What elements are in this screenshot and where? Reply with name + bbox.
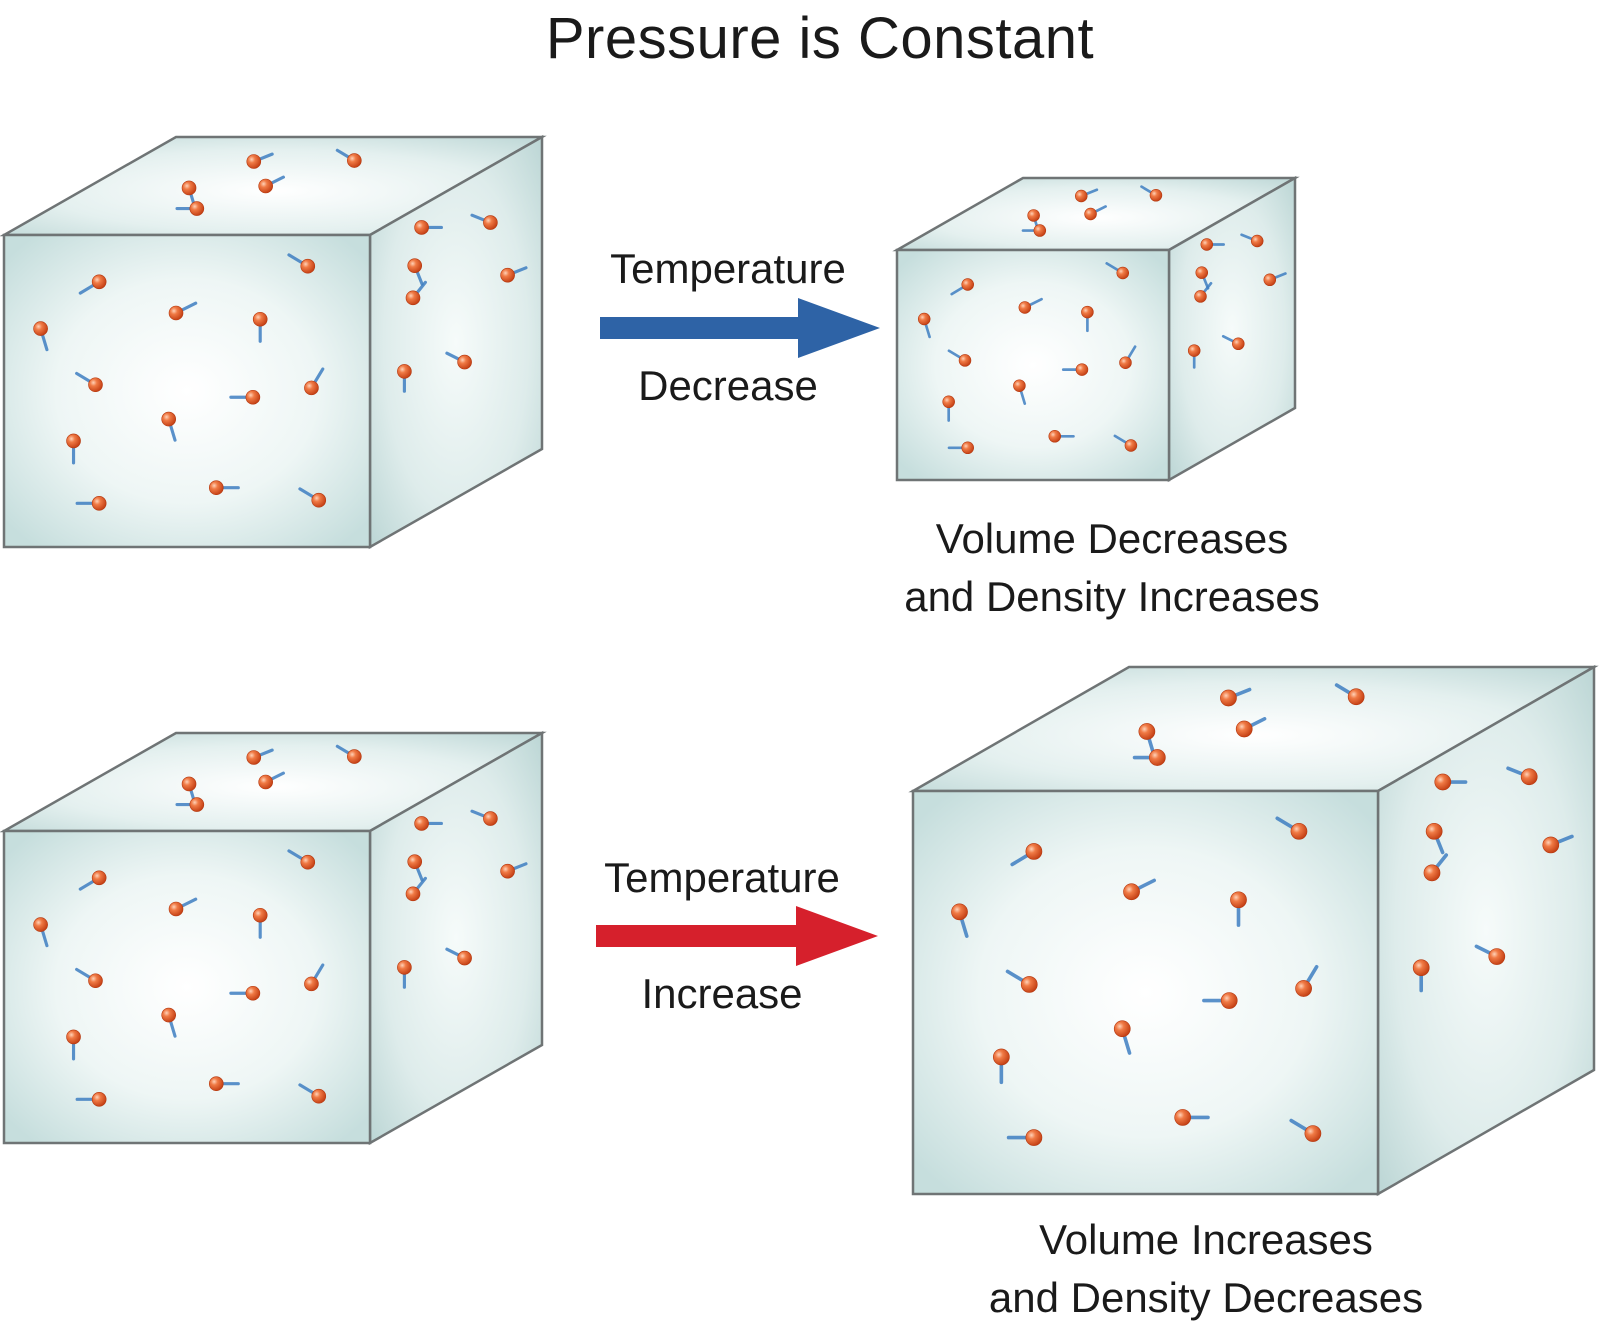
cube-initial-bottom	[0, 730, 547, 1146]
cube-initial-bottom-molecules	[33, 744, 528, 1107]
arrow-top-label-decrease: Temperature	[610, 245, 846, 292]
cube-initial-top	[0, 134, 547, 550]
arrow-temperature-decrease	[600, 298, 880, 358]
caption-decrease-line2: and Density Increases	[904, 573, 1320, 620]
cube-heated	[908, 664, 1599, 1197]
arrow-top-label-increase: Temperature	[604, 854, 840, 901]
cube-initial-bottom-front-face	[2, 829, 372, 1145]
cube-initial-top-molecules	[33, 148, 528, 511]
cube-heated-front-face	[911, 789, 1380, 1196]
arrow-bottom-label-increase: Increase	[641, 970, 803, 1017]
cube-cooled-front-face	[895, 248, 1171, 482]
diagram-title: Pressure is Constant	[545, 6, 1095, 71]
cube-cooled	[892, 175, 1300, 483]
arrow-temperature-increase	[596, 906, 878, 966]
caption-decrease-line1: Volume Decreases	[935, 515, 1289, 562]
cube-cooled-molecules	[917, 185, 1287, 455]
caption-increase-line1: Volume Increases	[1039, 1216, 1373, 1263]
arrow-bottom-label-decrease: Decrease	[638, 362, 818, 409]
cube-initial-top-front-face	[2, 233, 372, 549]
cube-heated-molecules	[951, 683, 1574, 1146]
caption-increase-line2: and Density Decreases	[988, 1274, 1424, 1321]
